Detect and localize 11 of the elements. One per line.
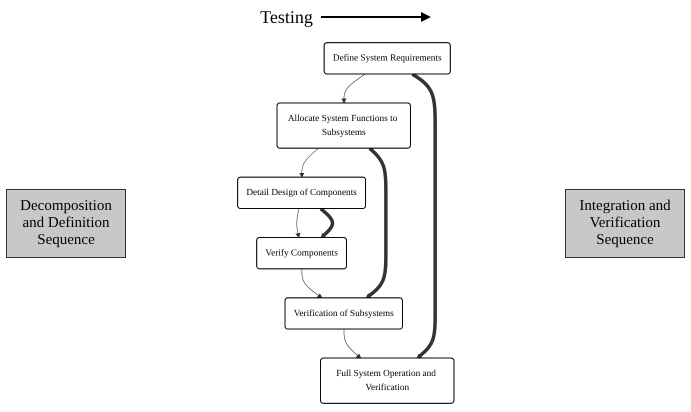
arrow — [295, 208, 300, 238]
arrow — [341, 74, 365, 104]
sequence-label: Integration and Verification Sequence — [565, 188, 685, 258]
sequence-label: Decomposition and Definition Sequence — [6, 188, 126, 258]
arrow — [411, 72, 437, 359]
arrow — [365, 147, 388, 298]
direction-label: Testing — [260, 6, 313, 28]
arrow — [301, 268, 322, 298]
arrow — [343, 329, 361, 359]
arrow — [298, 148, 318, 178]
arrow — [319, 207, 334, 238]
